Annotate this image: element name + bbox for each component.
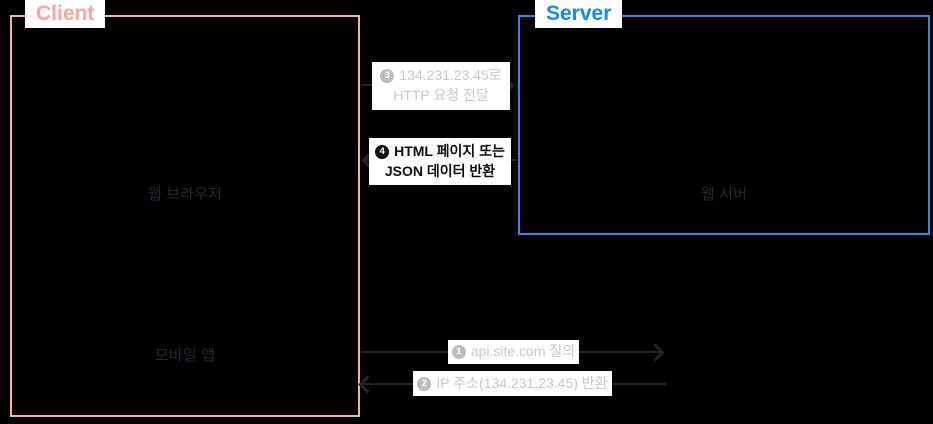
step1-text: api.site.com 질의 — [470, 343, 576, 360]
step2-arrowhead-left-icon — [358, 375, 377, 394]
client-box — [10, 15, 360, 417]
step4-text-line2: JSON 데이터 반환 — [384, 162, 496, 179]
step4-label: 4 HTML 페이지 또는 JSON 데이터 반환 — [369, 138, 511, 185]
step1-arrowhead-right-icon — [646, 343, 665, 362]
step3-text-line1: 134.231.23.45로 — [399, 67, 502, 84]
step2-text: IP 주소(134.231.23.45) 반환 — [436, 374, 608, 391]
server-box — [518, 15, 930, 235]
step4-text-line1: HTML 페이지 또는 — [394, 142, 505, 159]
mobile-app-label: 모바일 앱 — [154, 347, 216, 364]
client-title: Client — [25, 0, 106, 28]
web-server-label: 웹 서버 — [700, 186, 748, 203]
step3-text-line2: HTTP 요청 전달 — [393, 87, 489, 103]
step3-number-badge: 3 — [380, 69, 395, 84]
step2-label: 2 IP 주소(134.231.23.45) 반환 — [413, 371, 612, 396]
step2-number-badge: 2 — [417, 376, 432, 391]
server-title: Server — [535, 0, 623, 28]
step3-label: 3 134.231.23.45로 HTTP 요청 전달 — [372, 62, 510, 110]
step1-label: 1 api.site.com 질의 — [448, 340, 579, 364]
web-browser-label: 웹 브라우저 — [147, 186, 223, 203]
step4-number-badge: 4 — [375, 144, 390, 159]
step1-number-badge: 1 — [451, 345, 466, 359]
